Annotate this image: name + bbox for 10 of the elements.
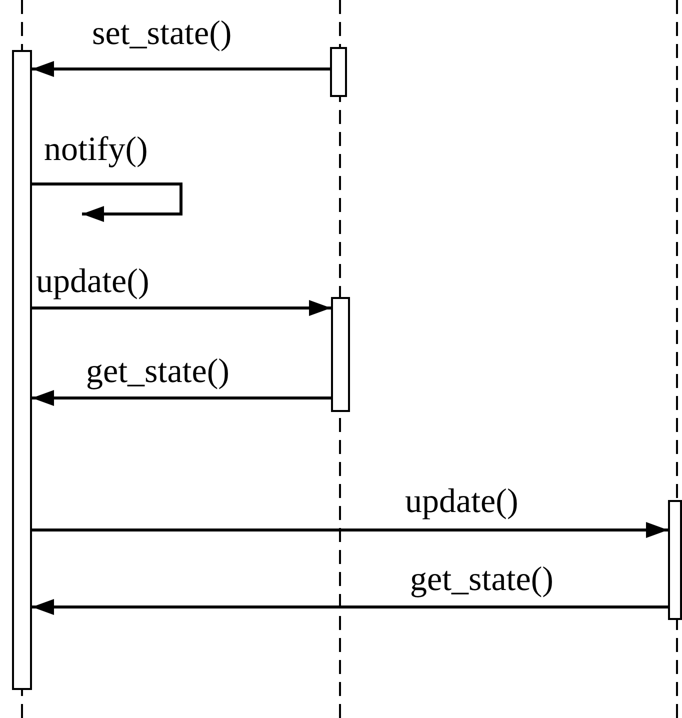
message-arrow xyxy=(32,300,331,316)
activation-bar xyxy=(331,297,350,412)
message-arrow xyxy=(32,522,668,538)
activation-bar xyxy=(12,50,32,690)
message-arrow xyxy=(32,599,668,615)
activation-bar xyxy=(330,47,347,97)
message-arrow xyxy=(32,61,330,77)
message-arrow xyxy=(32,390,331,406)
message-arrow xyxy=(32,182,182,222)
activation-bar xyxy=(668,500,682,620)
